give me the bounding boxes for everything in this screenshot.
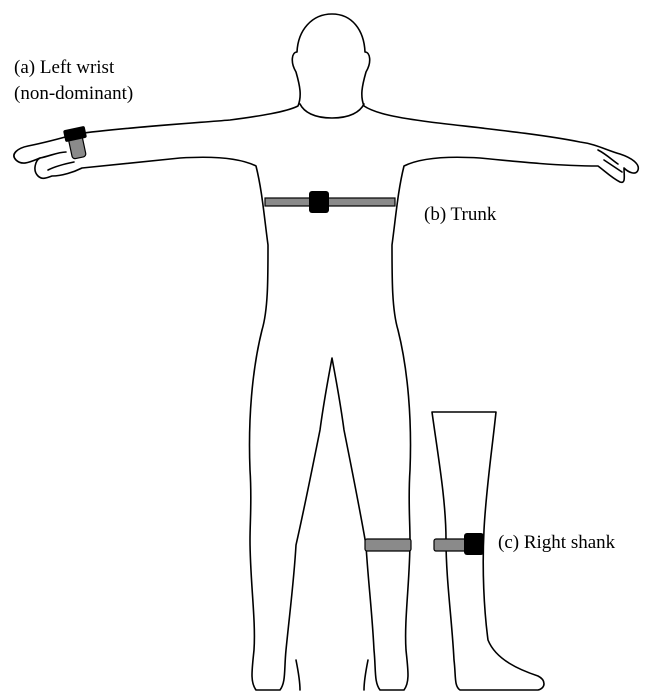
left-hand-fingers [40,152,74,170]
shank-sensor-unit [464,533,484,555]
front-shank-strap [365,539,411,551]
shank-sensor [434,533,484,555]
wrist-sensor [63,126,87,159]
neck-outline [300,104,364,118]
leg-inner-lines [296,660,368,690]
wrist-label-line1: (a) Left wrist [14,55,133,81]
shank-label: (c) Right shank [498,530,615,556]
trunk-sensor-unit [309,191,329,213]
body-outline [14,14,638,690]
trunk-sensor [265,191,395,213]
trunk-label: (b) Trunk [424,202,496,228]
wrist-label-line2: (non-dominant) [14,81,133,107]
wrist-label: (a) Left wrist (non-dominant) [14,55,133,107]
trunk-strap [265,198,395,206]
